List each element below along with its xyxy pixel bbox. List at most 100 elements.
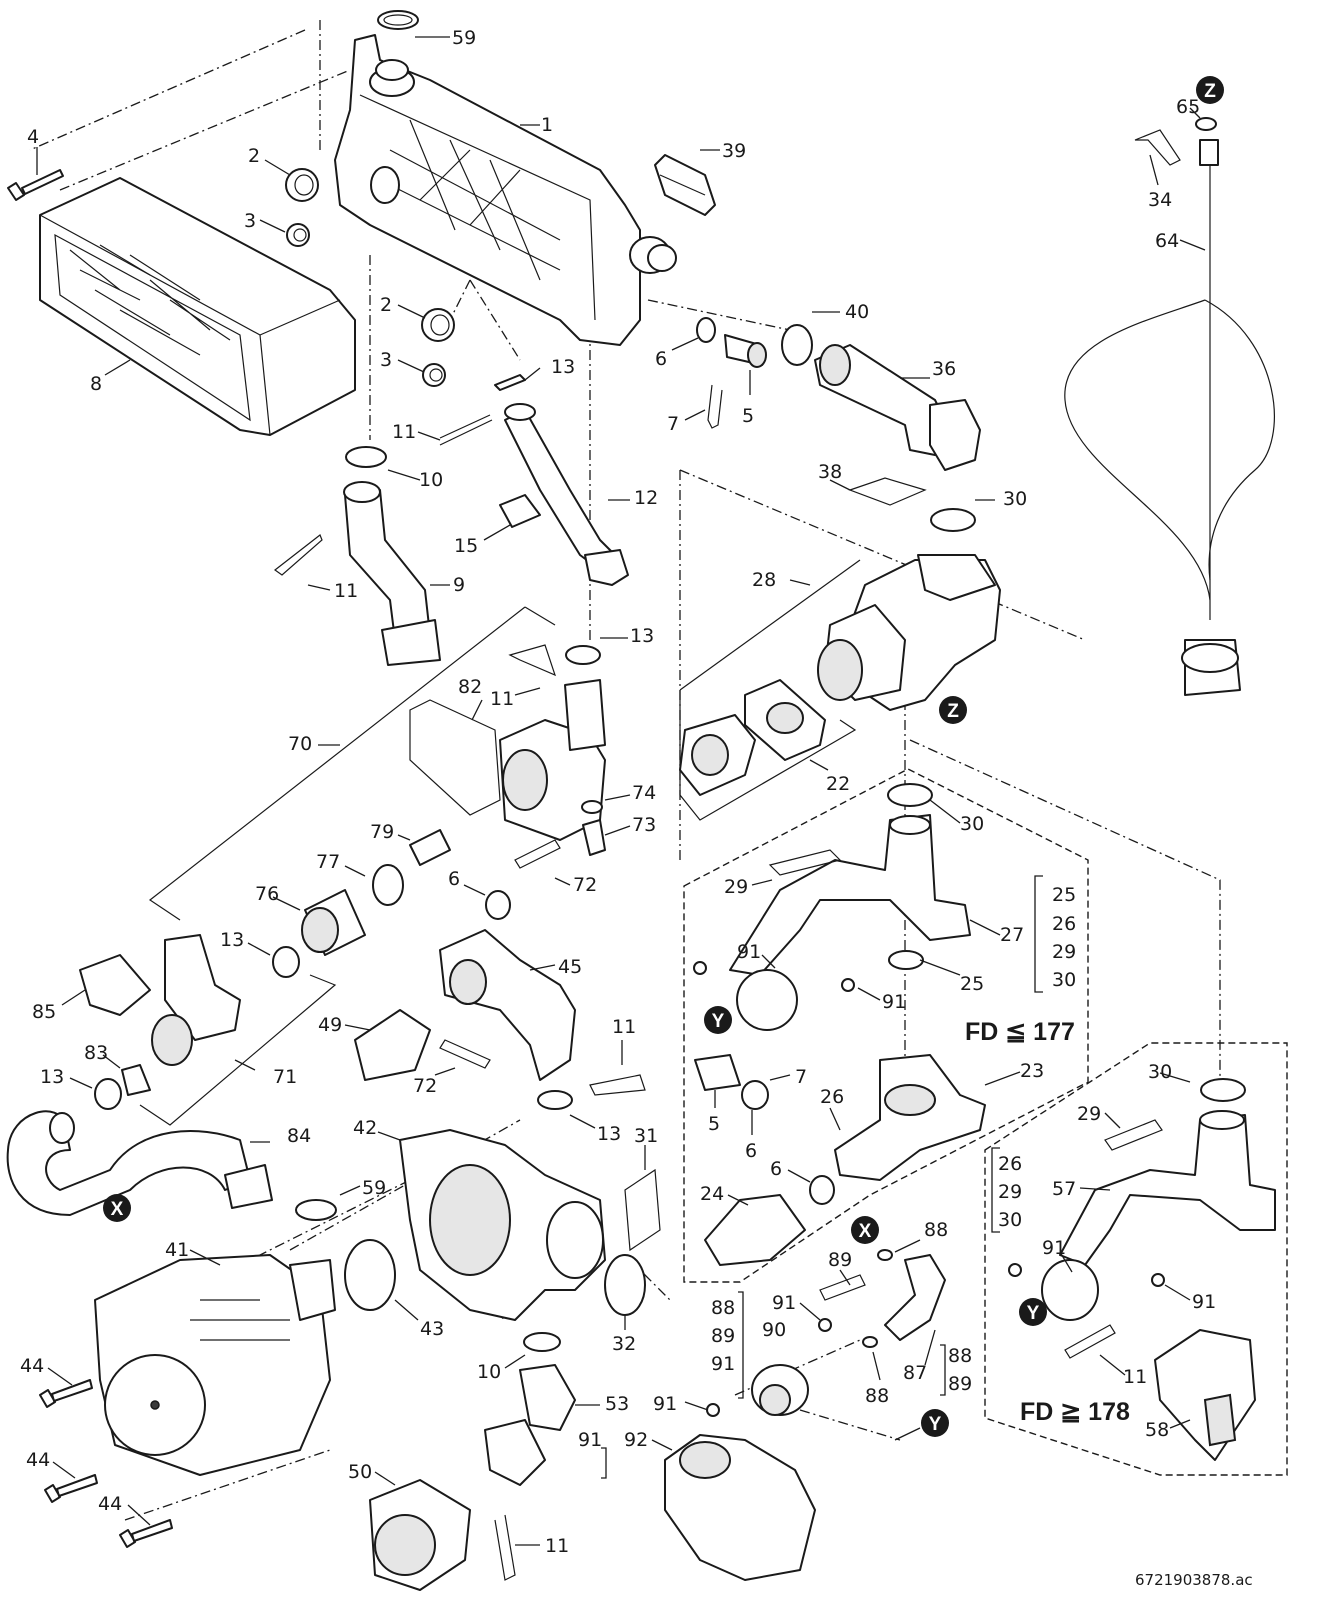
callout-57: 57 [1052,1178,1076,1200]
svg-text:X: X [111,1199,124,1220]
group-27-item: 25 [1052,884,1076,906]
callout-30: 30 [960,813,984,835]
callout-91: 91 [653,1393,677,1415]
callout-91: 91 [737,941,761,963]
callout-7: 7 [667,413,679,435]
callout-91: 91 [772,1292,796,1314]
callout-1: 1 [541,114,553,136]
svg-text:Z: Z [947,701,959,722]
callout-13: 13 [597,1123,621,1145]
part-24-sensor [704,1194,806,1266]
group-57-item: 29 [998,1181,1022,1203]
callout-11: 11 [1123,1366,1147,1388]
marker-z-pump: Z [939,696,967,724]
group-27-item: 26 [1052,913,1076,935]
callout-49: 49 [318,1014,342,1036]
callout-32: 32 [612,1333,636,1355]
part-36-elbow [814,344,981,471]
part-41-pump-motor [94,1254,336,1476]
variant-box-low [683,768,1089,1283]
callout-8: 8 [90,373,102,395]
callout-28: 28 [752,569,776,591]
callout-82: 82 [458,676,482,698]
callout-42: 42 [353,1117,377,1139]
callout-10: 10 [477,1361,501,1383]
group-92-item: 91 [578,1429,602,1451]
part-65-oring [1195,117,1217,131]
part-1-hydraulic-block [334,34,677,346]
callout-6: 6 [745,1140,757,1162]
part-84-pipe [6,1110,273,1216]
part-79-77-76 [301,829,511,956]
svg-text:Y: Y [1027,1303,1040,1324]
callout-50: 50 [348,1461,372,1483]
callout-72: 72 [413,1075,437,1097]
callout-11: 11 [545,1535,569,1557]
callout-2: 2 [248,145,260,167]
group-90-list: 88 89 91 [711,1297,735,1375]
callout-85: 85 [32,1001,56,1023]
part-43-seal [344,1239,396,1311]
part-73-plug [582,819,606,856]
callout-73: 73 [632,814,656,836]
part-25-seal [888,950,924,970]
marker-y-high: Y [1019,1298,1047,1326]
callout-77: 77 [316,851,340,873]
part-45-return-block [439,929,576,1081]
callout-36: 36 [932,358,956,380]
part-31-bracket [624,1168,661,1252]
part-29-clip-low [768,849,842,876]
group-92-list: 91 [578,1429,602,1451]
callout-43: 43 [420,1318,444,1340]
part-34-clip [1134,129,1181,166]
svg-text:Z: Z [1204,81,1216,102]
callout-71: 71 [273,1066,297,1088]
callout-12: 12 [634,487,658,509]
callout-91: 91 [882,991,906,1013]
callout-24: 24 [700,1183,724,1205]
callout-15: 15 [454,535,478,557]
part-2-3-seals-upper [285,168,455,387]
part-5-6-7-low [694,1054,835,1205]
callout-44: 44 [98,1493,122,1515]
document-id: 6721903878.ac [1135,1571,1253,1589]
part-38-clip [848,477,927,506]
group-90-item: 91 [711,1353,735,1375]
callout-58: 58 [1145,1419,1169,1441]
callout-72: 72 [573,874,597,896]
callout-3: 3 [244,210,256,232]
part-90-sleeve [751,1364,809,1416]
callout-74: 74 [632,782,656,804]
part-4-screw [7,169,64,201]
callout-27: 27 [1000,924,1024,946]
group-57-list: 26 29 30 [998,1153,1022,1231]
callout-13: 13 [220,929,244,951]
svg-text:X: X [859,1221,872,1242]
part-12-pipe [504,403,629,586]
part-59-clip-top [377,10,419,30]
marker-z-top: Z [1196,76,1224,104]
part-32-seal [604,1254,646,1316]
group-90-item: 89 [711,1325,735,1347]
part-10-seal-upper [345,446,387,468]
callout-22: 22 [826,773,850,795]
part-22-motor-set [679,679,826,796]
part-64-capillary [1064,139,1275,696]
callout-numbers: 59 1 2 3 2 3 4 8 39 40 6 5 7 36 38 30 13… [20,27,1216,1557]
callout-40: 40 [845,301,869,323]
callout-89: 89 [828,1249,852,1271]
part-50-valve [369,1479,471,1591]
callout-38: 38 [818,461,842,483]
callout-11: 11 [334,580,358,602]
callout-2: 2 [380,294,392,316]
marker-y-low: Y [704,1006,732,1034]
callout-34: 34 [1148,189,1172,211]
part-58-valve [1154,1329,1256,1461]
callout-30: 30 [1003,488,1027,510]
group-27-item: 29 [1052,941,1076,963]
callout-87: 87 [903,1362,927,1384]
variant-label-fd-high: FD ≧ 178 [1020,1398,1130,1426]
callout-64: 64 [1155,230,1179,252]
callout-29: 29 [724,876,748,898]
